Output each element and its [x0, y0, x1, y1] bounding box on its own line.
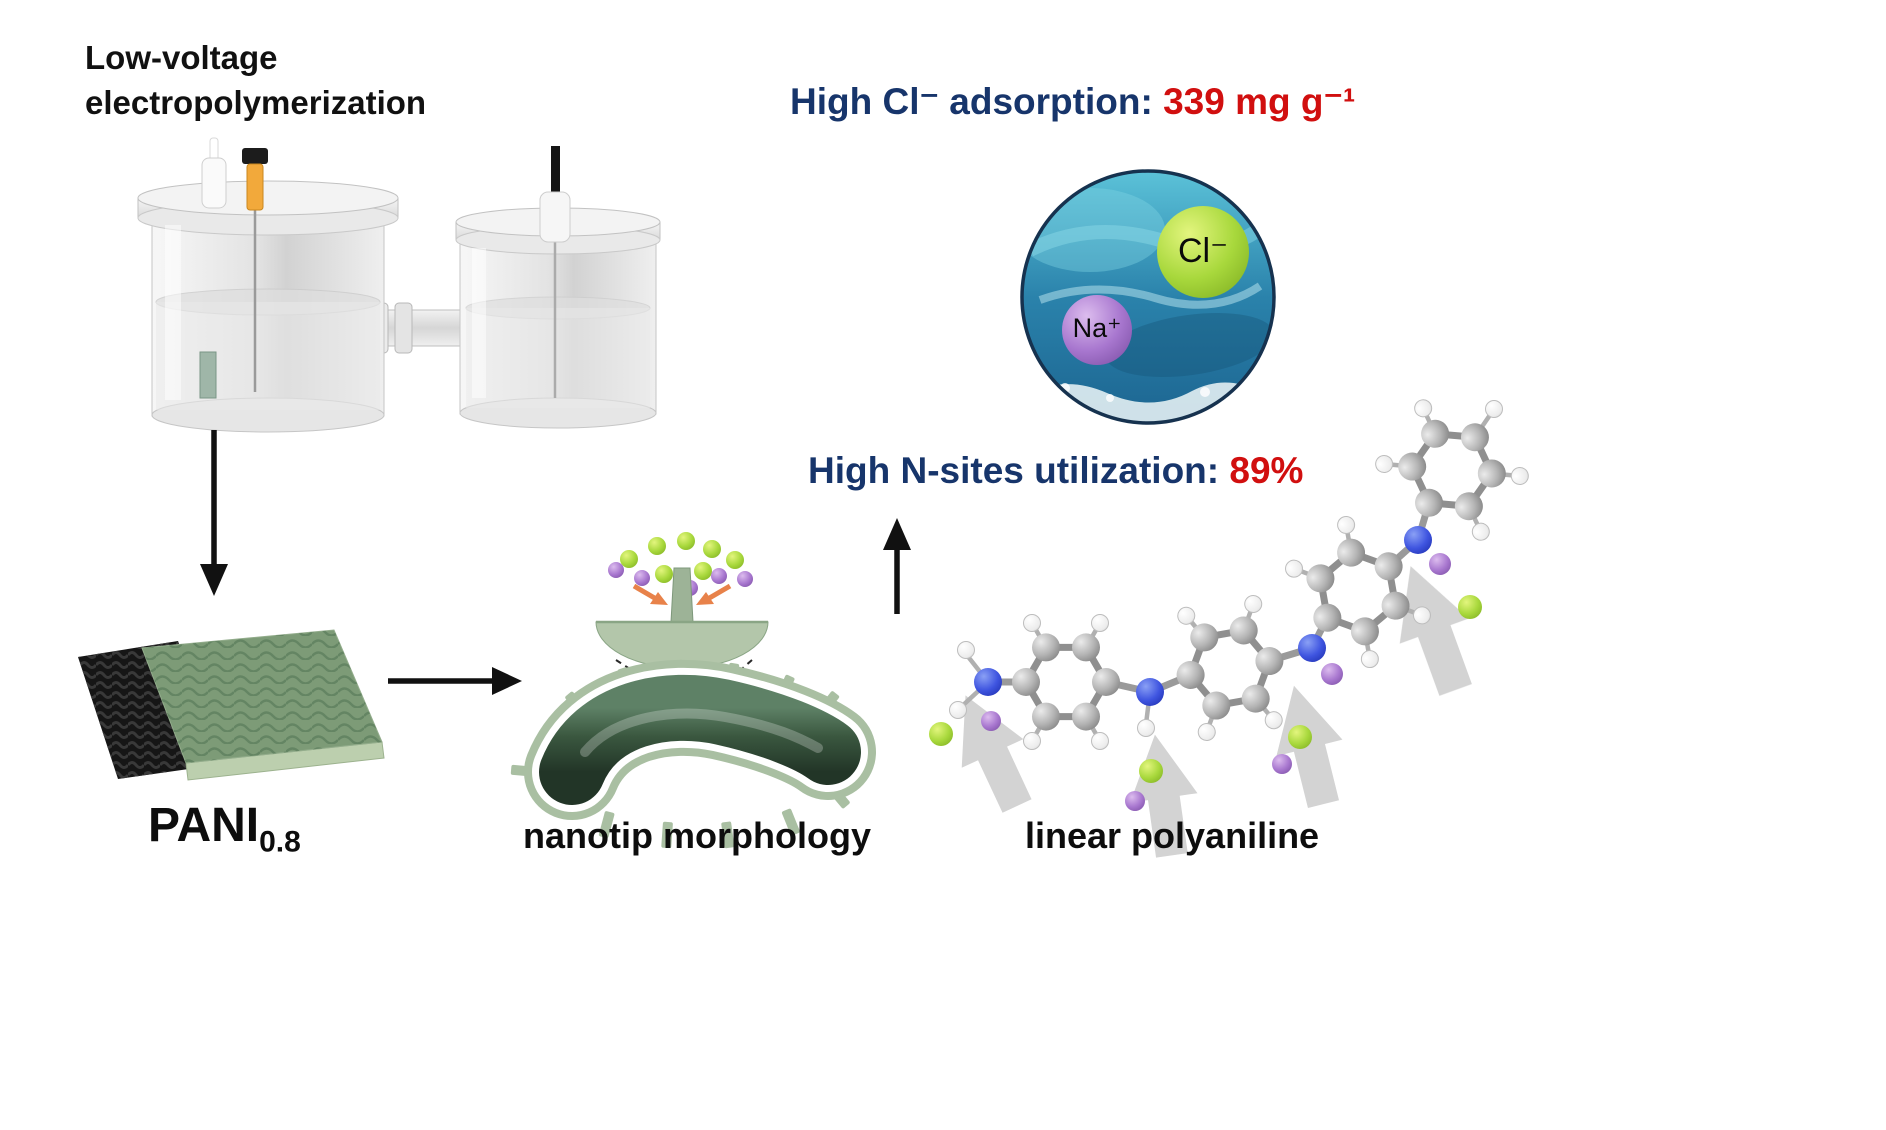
process-title: Low-voltage electropolymerization — [85, 39, 427, 121]
pani-label: PANI0.8 — [148, 798, 301, 860]
bound-sodium-ion — [1429, 553, 1451, 575]
adsorption-value: 339 mg g⁻¹ — [1163, 81, 1356, 122]
working-electrode-film — [199, 351, 217, 399]
left-cell — [137, 137, 399, 433]
counter-rod-electrode — [539, 146, 571, 243]
sodium-ion-label: Na⁺ — [1072, 313, 1122, 343]
benzene-ring-b — [1165, 592, 1295, 744]
nitrogen-atom — [1136, 678, 1164, 706]
pani-name: PANI — [148, 799, 260, 852]
nitrogen-atom — [1404, 526, 1432, 554]
polyaniline-molecule — [929, 387, 1539, 861]
nitrogen-atom — [1298, 634, 1326, 662]
reference-electrode — [201, 137, 227, 209]
hydrogen-atom — [949, 701, 967, 719]
right-arrow-icon — [388, 667, 522, 695]
sodium-sphere — [1062, 295, 1132, 365]
nitrogen-atom — [974, 668, 1002, 696]
attraction-spark-icon — [632, 583, 732, 605]
nanorod-body — [510, 659, 876, 849]
free-ions — [929, 595, 1482, 811]
chloride-sphere — [1157, 206, 1249, 298]
molecule-caption: linear polyaniline — [1025, 815, 1320, 856]
nanotip-caption: nanotip morphology — [523, 815, 871, 856]
seawater-circle — [1020, 169, 1276, 425]
electropolymerization-cell — [137, 137, 661, 433]
hydrogen-atom — [1137, 719, 1155, 737]
nanotip-spike — [670, 567, 694, 623]
chloride-ion-label: Cl⁻ — [1177, 232, 1229, 270]
nanotip-magnified-view — [595, 532, 769, 723]
up-arrow-icon — [883, 518, 911, 614]
bound-sodium-ion — [1321, 663, 1343, 685]
pani-subscript: 0.8 — [259, 825, 301, 859]
benzene-ring-d — [1366, 387, 1539, 553]
utilization-label: High N-sites utilization: — [808, 450, 1230, 491]
down-arrow-icon — [200, 430, 228, 596]
adsorption-label: High Cl⁻ adsorption: — [790, 81, 1164, 122]
hydrogen-atom — [957, 641, 975, 659]
adsorption-headline: High Cl⁻ adsorption: 339 mg g⁻¹ — [790, 80, 1355, 123]
benzene-ring-a — [1012, 615, 1120, 750]
right-cell — [455, 146, 661, 429]
ion-cloud — [608, 532, 753, 596]
counter-electrode — [242, 148, 268, 211]
pani-film — [78, 629, 385, 781]
hydrogen-atom — [1485, 400, 1503, 418]
utilization-value: 89% — [1229, 450, 1304, 491]
utilization-headline: High N-sites utilization: 89% — [808, 450, 1303, 492]
